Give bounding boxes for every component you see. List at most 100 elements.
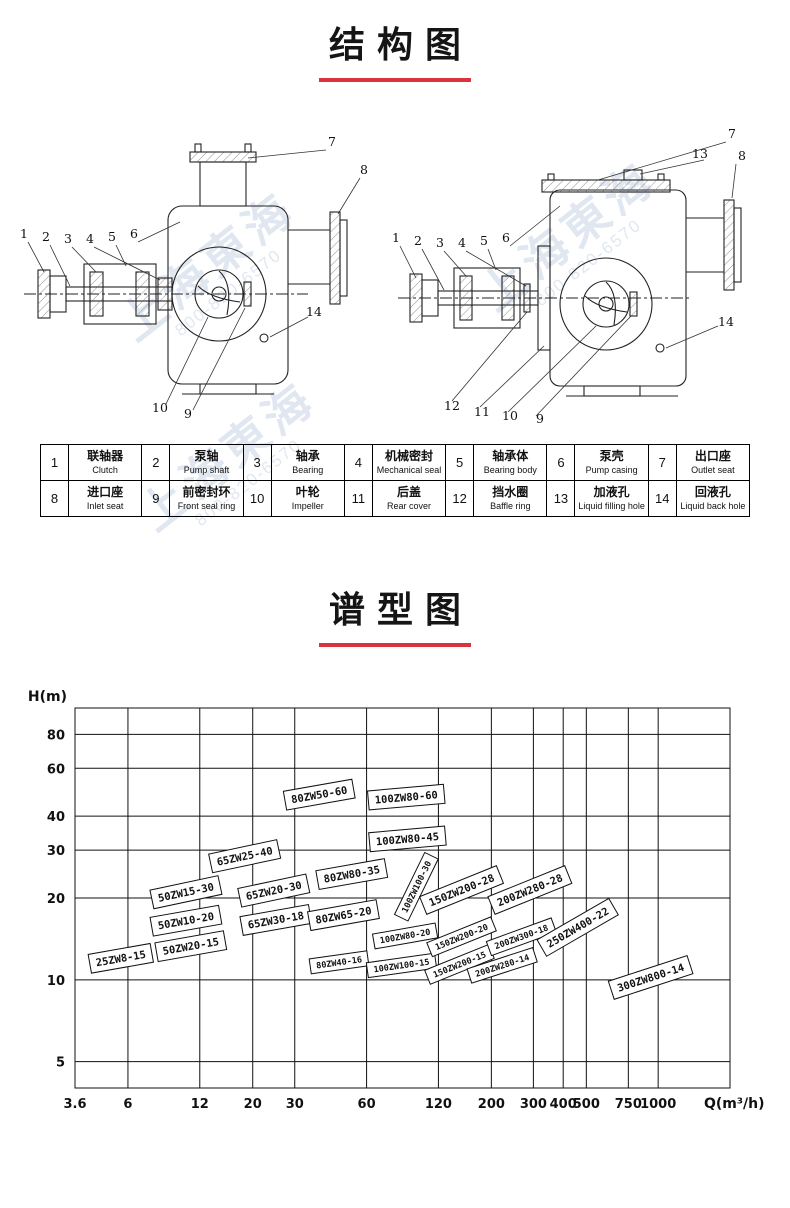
callout-10: 10 bbox=[152, 400, 168, 415]
part-name: 机械密封 Mechanical seal bbox=[371, 444, 447, 481]
part-name-zh: 加液孔 bbox=[593, 485, 630, 499]
structure-section-header: 结构图 bbox=[0, 0, 790, 82]
part-number: 2 bbox=[141, 444, 171, 481]
pump-base bbox=[566, 385, 678, 397]
liquid-back-hole bbox=[259, 333, 269, 343]
pump-model-box: 80ZW50-60 bbox=[282, 778, 356, 811]
pump-model-box: 50ZW20-15 bbox=[154, 930, 228, 963]
x-tick-label: 1000 bbox=[640, 1097, 676, 1112]
bearing-housing bbox=[453, 267, 521, 329]
part-name-en: Pump shaft bbox=[183, 465, 230, 475]
x-tick-label: 300 bbox=[520, 1097, 547, 1112]
part-name: 加液孔 Liquid filling hole bbox=[574, 480, 649, 517]
title-underline bbox=[319, 78, 471, 82]
title-underline bbox=[319, 643, 471, 647]
y-tick-label: 40 bbox=[47, 810, 65, 825]
callout-4: 4 bbox=[458, 235, 466, 250]
part-name: 泵壳 Pump casing bbox=[574, 444, 649, 481]
part-number: 4 bbox=[343, 444, 373, 481]
y-tick-label: 60 bbox=[47, 762, 65, 777]
part-name-zh: 进口座 bbox=[87, 485, 124, 499]
part-number: 12 bbox=[445, 480, 475, 517]
pump-structure-diagram-right: 1 2 3 4 5 6 7 8 9 10 11 12 13 14 bbox=[392, 126, 746, 426]
part-name-en: Bearing body bbox=[483, 465, 537, 475]
y-tick-label: 80 bbox=[47, 728, 65, 743]
pump-model-box: 65ZW20-30 bbox=[237, 873, 311, 908]
x-axis-label: Q(m³/h) bbox=[704, 1096, 765, 1112]
y-tick-label: 5 bbox=[56, 1056, 65, 1071]
callout-3: 3 bbox=[64, 231, 72, 246]
pump-structure-diagram-left: 1 2 3 4 5 6 7 8 9 10 14 bbox=[20, 134, 368, 421]
part-name-zh: 机械密封 bbox=[385, 449, 434, 463]
y-tick-label: 30 bbox=[47, 844, 65, 859]
x-tick-label: 12 bbox=[191, 1097, 209, 1112]
part-name-en: Liquid filling hole bbox=[578, 501, 645, 511]
part-number: 1 bbox=[39, 444, 70, 481]
callout-4: 4 bbox=[86, 231, 94, 246]
pump-casing bbox=[541, 173, 687, 387]
callout-10: 10 bbox=[502, 408, 518, 423]
part-name-zh: 出口座 bbox=[694, 449, 731, 463]
part-name-zh: 泵壳 bbox=[599, 449, 624, 463]
part-name-zh: 泵轴 bbox=[194, 449, 219, 463]
liquid-back-hole bbox=[655, 343, 665, 353]
impeller bbox=[582, 280, 630, 328]
part-name-en: Impeller bbox=[291, 501, 324, 511]
inlet-seat bbox=[288, 211, 348, 305]
x-tick-label: 6 bbox=[123, 1097, 132, 1112]
part-name: 泵轴 Pump shaft bbox=[169, 444, 244, 481]
callout-9: 9 bbox=[184, 406, 192, 421]
pump-model-box: 100ZW80-60 bbox=[366, 783, 446, 811]
pump-model-box: 200ZW280-28 bbox=[487, 865, 573, 915]
part-number: 10 bbox=[242, 480, 272, 517]
callout-9: 9 bbox=[536, 411, 544, 426]
volute bbox=[559, 257, 653, 351]
pump-model-box: 80ZW40-16 bbox=[308, 950, 370, 975]
pump-model-box: 50ZW15-30 bbox=[149, 875, 223, 910]
part-number: 14 bbox=[647, 480, 677, 517]
y-tick-label: 20 bbox=[47, 892, 65, 907]
part-name-zh: 叶轮 bbox=[295, 485, 320, 499]
part-name-en: Front seal ring bbox=[177, 501, 236, 511]
callout-1: 1 bbox=[392, 230, 400, 245]
pump-base bbox=[182, 383, 274, 395]
pump-model-box: 65ZW30-18 bbox=[239, 904, 313, 936]
x-tick-label: 750 bbox=[615, 1097, 642, 1112]
callout-3: 3 bbox=[436, 235, 444, 250]
casing-lid bbox=[541, 179, 671, 193]
outlet-seat bbox=[189, 143, 257, 207]
callout-8: 8 bbox=[738, 148, 746, 163]
part-number: 9 bbox=[141, 480, 171, 517]
part-name-en: Mechanical seal bbox=[376, 465, 442, 475]
part-name-en: Pump casing bbox=[585, 465, 638, 475]
callout-14: 14 bbox=[718, 314, 734, 329]
pump-model-label: 100ZW80-45 bbox=[376, 831, 440, 848]
volute bbox=[171, 246, 267, 342]
part-name-en: Clutch bbox=[92, 465, 118, 475]
part-number: 5 bbox=[445, 444, 475, 481]
bearing bbox=[459, 275, 473, 321]
front-seal-ring bbox=[629, 291, 638, 317]
pump-model-box: 300ZW800-14 bbox=[607, 955, 694, 1000]
callout-leader-lines bbox=[399, 141, 737, 417]
selection-section-header: 谱型图 bbox=[0, 517, 790, 647]
bearing bbox=[135, 271, 150, 317]
callout-13: 13 bbox=[692, 146, 708, 161]
part-name-en: Liquid back hole bbox=[680, 501, 746, 511]
x-tick-label: 20 bbox=[244, 1097, 262, 1112]
outlet-seat bbox=[686, 199, 742, 291]
pump-model-box: 65ZW25-40 bbox=[208, 839, 282, 874]
baffle-ring bbox=[523, 283, 531, 313]
callout-2: 2 bbox=[414, 233, 422, 248]
pump-model-label: 100ZW80-60 bbox=[374, 789, 438, 806]
x-tick-label: 500 bbox=[573, 1097, 600, 1112]
part-number: 13 bbox=[546, 480, 576, 517]
front-seal-ring bbox=[243, 281, 252, 307]
part-number: 8 bbox=[39, 480, 70, 517]
callout-numbers: 1 2 3 4 5 6 7 8 9 10 14 bbox=[20, 134, 368, 421]
